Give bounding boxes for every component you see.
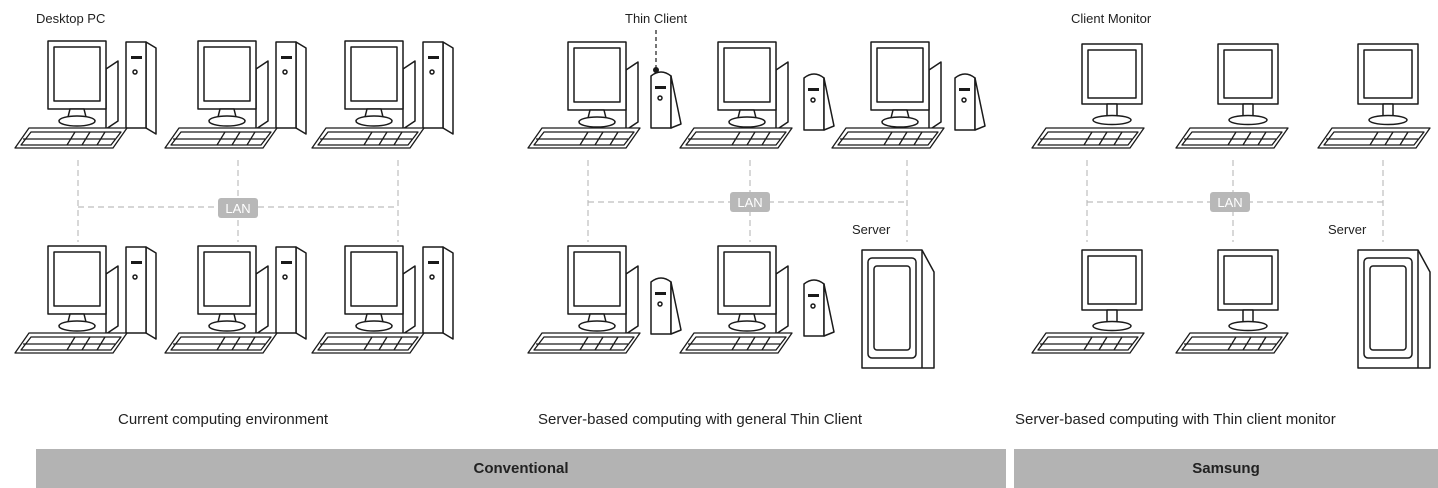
client-monitor-icon: [1175, 43, 1289, 149]
thin-client-icon: [679, 41, 835, 149]
server-icon: [861, 249, 935, 369]
desktop-pc-icon: [311, 245, 454, 354]
callout-dot: [653, 67, 659, 73]
label-thin-client: Thin Client: [625, 11, 688, 26]
client-monitor-icon: [1175, 249, 1289, 354]
lan-badge: LAN: [1210, 192, 1250, 212]
caption-thin-client: Server-based computing with general Thin…: [538, 411, 863, 428]
caption-current: Current computing environment: [118, 411, 329, 428]
label-server: Server: [852, 222, 891, 237]
desktop-pc-icon: [14, 245, 157, 354]
label-server: Server: [1328, 222, 1367, 237]
caption-thin-monitor: Server-based computing with Thin client …: [1015, 411, 1336, 428]
desktop-pc-icon: [164, 245, 307, 354]
thin-client-icon: [527, 245, 682, 354]
lan-badge: LAN: [730, 192, 770, 212]
thin-client-icon: [527, 41, 682, 149]
client-monitor-icon: [1031, 43, 1145, 149]
lan-badge: LAN: [218, 198, 258, 218]
panel-current: [14, 40, 454, 354]
desktop-pc-icon: [14, 40, 157, 149]
thin-client-icon: [831, 41, 986, 149]
band-samsung-label: Samsung: [1192, 460, 1260, 477]
thin-client-icon: [679, 245, 835, 354]
label-client-monitor: Client Monitor: [1071, 11, 1152, 26]
band-conventional: Conventional: [36, 449, 1006, 488]
desktop-pc-icon: [164, 40, 307, 149]
band-conventional-label: Conventional: [473, 460, 569, 477]
client-monitor-icon: [1317, 43, 1431, 149]
desktop-pc-icon: [311, 40, 454, 149]
band-samsung: Samsung: [1014, 449, 1438, 488]
label-desktop-pc: Desktop PC: [36, 11, 106, 26]
server-icon: [1357, 249, 1431, 369]
client-monitor-icon: [1031, 249, 1145, 354]
